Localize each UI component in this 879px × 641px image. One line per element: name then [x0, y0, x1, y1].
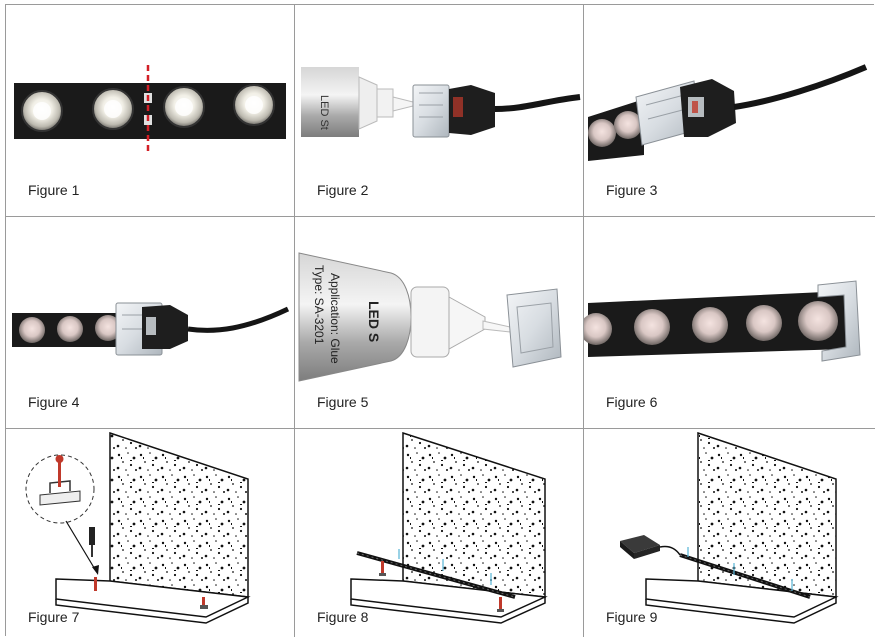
wall-strip-power-adapter-icon	[620, 431, 839, 624]
led-strip-cut-line-icon	[14, 65, 286, 153]
wall-clip-screw-icon	[25, 431, 251, 624]
figure-caption: Figure 3	[606, 182, 658, 198]
strip-with-end-cap-icon	[584, 280, 861, 362]
glue-tube-end-cap-icon: Type: SA-3201 Application: Glue LED S	[298, 252, 562, 382]
glue-tube-connector-icon: LED St	[301, 67, 581, 138]
figure-3-panel: Figure 3	[584, 5, 875, 217]
figure-4-panel: Figure 4	[6, 217, 295, 429]
figure-caption: Figure 4	[28, 394, 80, 410]
figure-9-panel: Figure 9	[584, 429, 875, 637]
figure-caption: Figure 1	[28, 182, 80, 198]
strip-with-connector-icon	[588, 64, 868, 161]
tube-brand-text: LED S	[366, 301, 382, 342]
figure-caption: Figure 8	[317, 609, 369, 625]
figure-caption: Figure 7	[28, 609, 80, 625]
strip-connector-cable-icon	[12, 302, 290, 356]
figure-2-panel: LED St Figure 2	[295, 5, 584, 217]
tube-type-text: Type: SA-3201	[312, 265, 326, 345]
wall-strip-mounting-icon	[350, 431, 548, 624]
figure-6-panel: Figure 6	[584, 217, 875, 429]
figure-caption: Figure 9	[606, 609, 658, 625]
figure-7-panel: Figure 7	[6, 429, 295, 637]
installation-figure-grid: Figure 1 LED St Figure 2	[5, 4, 875, 637]
figure-caption: Figure 6	[606, 394, 658, 410]
figure-8-panel: Figure 8	[295, 429, 584, 637]
figure-5-panel: Type: SA-3201 Application: Glue LED S Fi…	[295, 217, 584, 429]
figure-1-panel: Figure 1	[6, 5, 295, 217]
figure-caption: Figure 5	[317, 394, 369, 410]
figure-caption: Figure 2	[317, 182, 369, 198]
tube-application-text: Application: Glue	[328, 273, 342, 364]
tube-label: LED St	[318, 95, 330, 130]
